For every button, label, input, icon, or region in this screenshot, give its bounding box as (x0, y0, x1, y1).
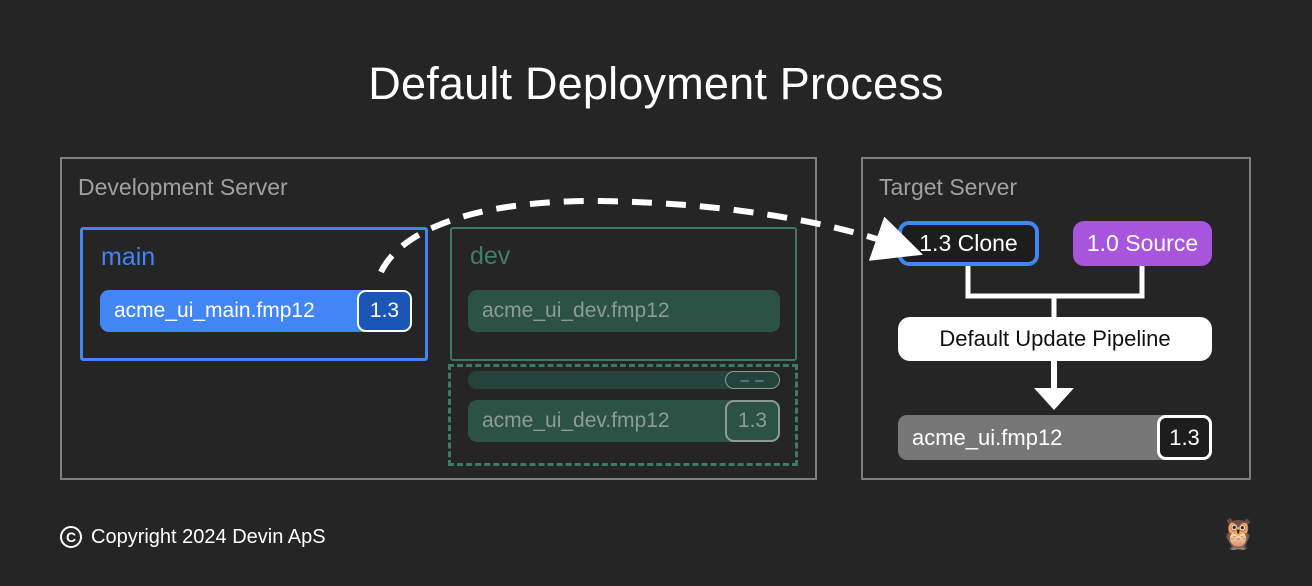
page-title: Default Deployment Process (368, 58, 944, 109)
staging-placeholder-version: – – (725, 371, 780, 389)
staging-placeholder-bar[interactable]: – – (468, 371, 780, 389)
staged-dev-file-pill[interactable]: acme_ui_dev.fmp12 1.3 (468, 400, 780, 442)
main-file-pill[interactable]: acme_ui_main.fmp12 1.3 (100, 290, 412, 332)
target-file-name: acme_ui.fmp12 (912, 424, 1063, 450)
dev-file-name: acme_ui_dev.fmp12 (482, 299, 670, 322)
owl-icon: 🦉 (1219, 518, 1257, 551)
staged-dev-version-badge: 1.3 (725, 400, 780, 442)
clone-node[interactable]: 1.3 Clone (898, 221, 1039, 266)
footer: C Copyright 2024 Devin ApS (60, 525, 326, 549)
staged-dev-file-name: acme_ui_dev.fmp12 (482, 409, 670, 432)
update-pipeline-node[interactable]: Default Update Pipeline (898, 317, 1212, 361)
target-server-title: Target Server (879, 174, 1018, 200)
main-file-version-badge: 1.3 (357, 290, 412, 332)
dev-staging-region (448, 364, 798, 466)
development-server-title: Development Server (78, 174, 288, 200)
dev-branch-label: dev (470, 242, 511, 270)
footer-text: Copyright 2024 Devin ApS (91, 526, 326, 548)
source-node[interactable]: 1.0 Source (1073, 221, 1212, 266)
main-branch-label: main (101, 243, 156, 271)
dev-file-pill[interactable]: acme_ui_dev.fmp12 (468, 290, 780, 332)
target-file-version-badge: 1.3 (1157, 415, 1212, 460)
main-file-name: acme_ui_main.fmp12 (114, 299, 315, 322)
copyright-icon: C (60, 526, 82, 548)
target-file-pill[interactable]: acme_ui.fmp12 1.3 (898, 415, 1212, 460)
